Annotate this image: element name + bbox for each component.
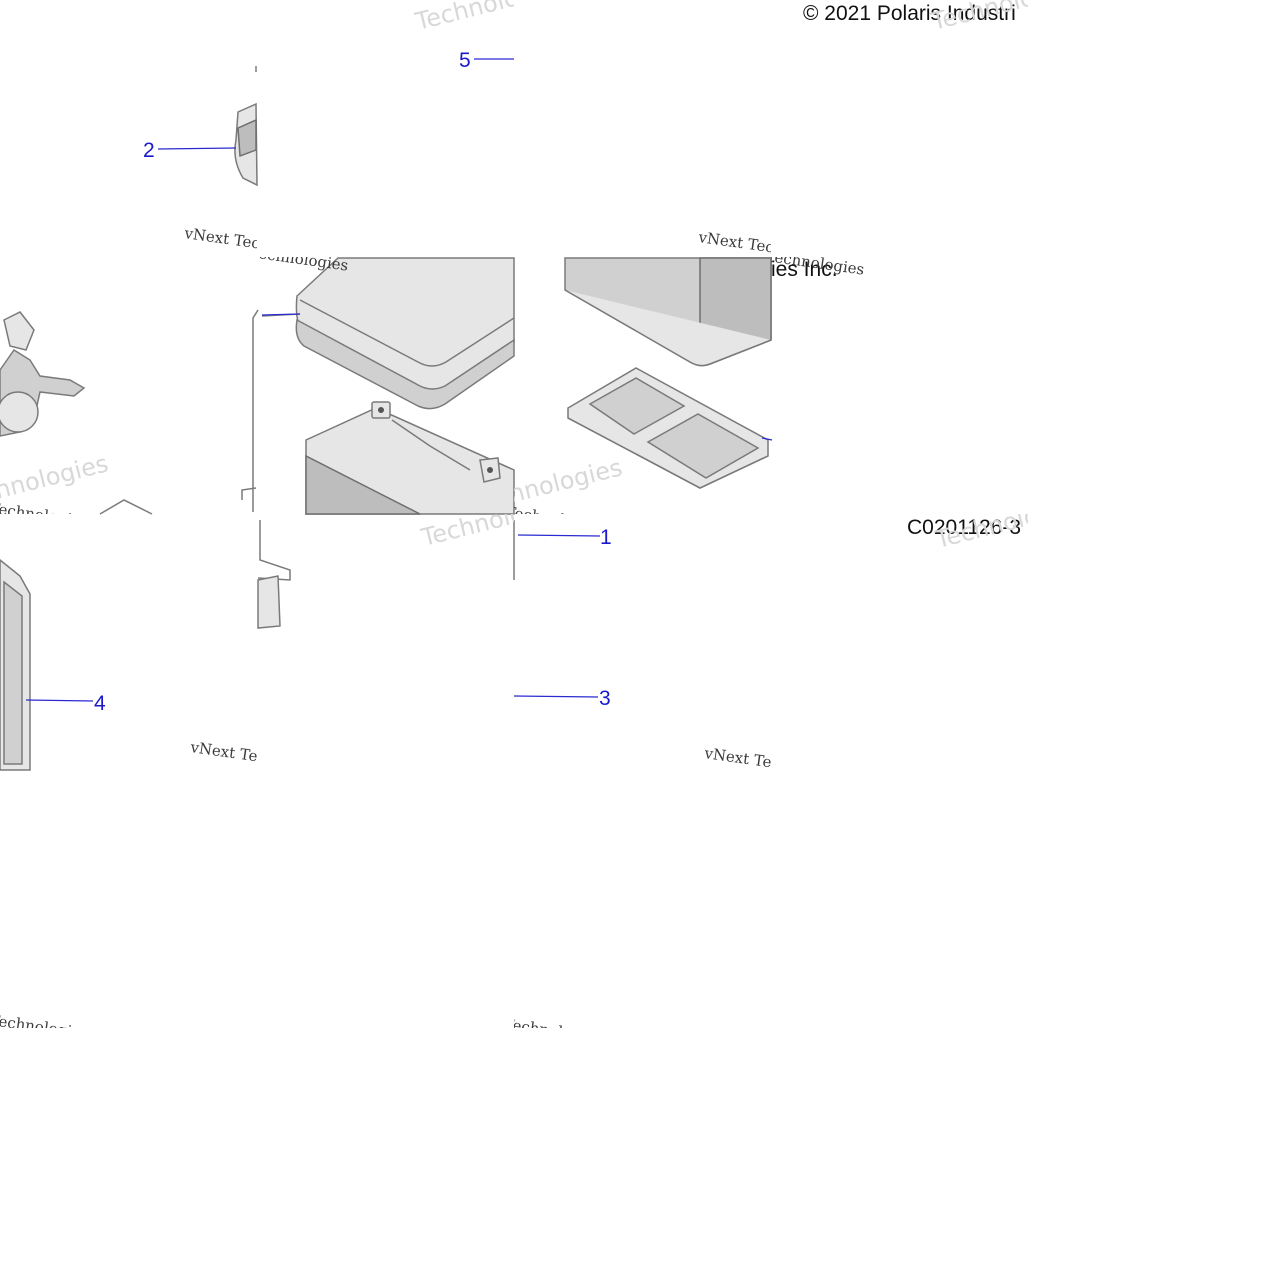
watermark: Technologies — [928, 0, 1085, 36]
svg-text:vNext Technologies: vNext Technologies — [702, 744, 853, 783]
side-panel — [0, 499, 153, 771]
callout-4-label: 4 — [94, 692, 106, 715]
watermark: Technologies — [412, 0, 569, 36]
copyright-tail-text: ies Inc. — [771, 258, 838, 281]
callout-4[interactable]: 4 — [25, 692, 106, 715]
battery-pad — [567, 367, 773, 489]
watermark: vNext Technologies — [452, 1008, 604, 1047]
callout-2-label: 2 — [143, 139, 155, 162]
watermark: Technologies — [932, 489, 1089, 554]
battery-cover — [295, 257, 515, 410]
battery — [305, 401, 515, 580]
callout-3-leader — [513, 695, 599, 698]
svg-text:vNext Technologies: vNext Technologies — [452, 1008, 603, 1047]
callout-1-leader — [517, 534, 601, 537]
callout-5-label: 5 — [459, 49, 471, 72]
svg-text:vNext Technologies: vNext Technologies — [188, 738, 339, 777]
callout-2-leader — [157, 147, 237, 150]
callout-5[interactable]: 5 — [459, 49, 514, 72]
callout-2[interactable]: 2 — [143, 139, 237, 162]
callout-1[interactable]: 1 — [517, 526, 612, 549]
svg-text:vNext Technologies: vNext Technologies — [182, 224, 333, 263]
svg-text:Technologies: Technologies — [412, 0, 569, 36]
battery-harness — [0, 311, 86, 437]
battery-box — [564, 257, 772, 367]
watermark: Technologies vNext Technologies — [0, 449, 111, 514]
copyright-text: © 2021 Polaris Industri — [803, 2, 1016, 25]
watermark: vNext Technologies — [182, 224, 333, 263]
svg-text:vNext Technologies: vNext Technologies — [0, 1004, 90, 1043]
diagram-id: C0201126-3 — [907, 516, 1021, 539]
callout-3-label: 3 — [599, 687, 611, 710]
battery-strap-clip — [234, 66, 258, 187]
battery-bracket — [241, 309, 301, 629]
callout-1-label: 1 — [600, 526, 612, 549]
watermark: vNext Technologies — [702, 744, 853, 783]
svg-text:Technologies: Technologies — [928, 0, 1085, 36]
svg-text:Technologies: Technologies — [932, 489, 1089, 554]
callout-4-leader — [25, 699, 94, 702]
callout-3[interactable]: 3 — [513, 687, 611, 710]
watermark: vNext Technologies — [188, 738, 339, 777]
watermark: vNext Technologies — [0, 1004, 90, 1043]
